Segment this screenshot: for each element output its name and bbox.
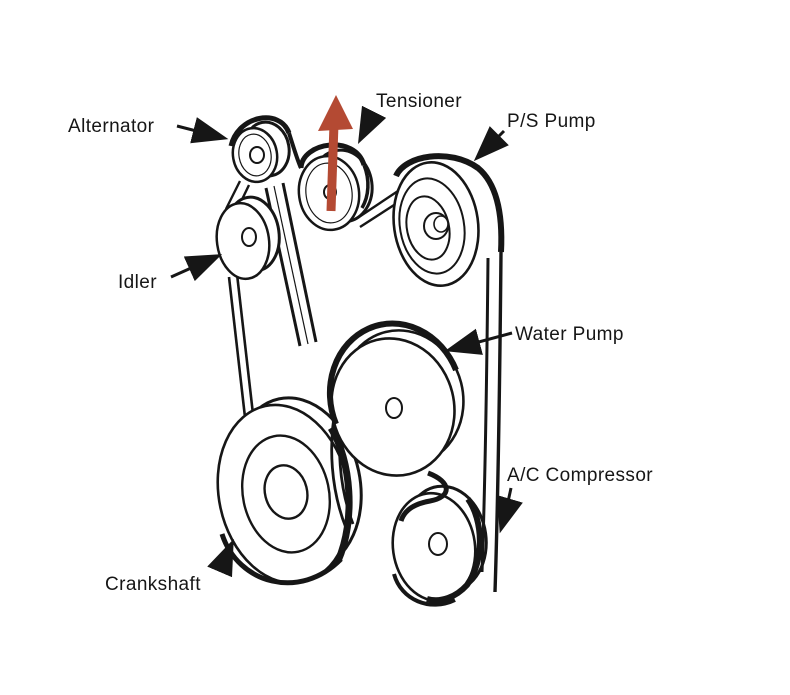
- belt-wrap-alternator: [228, 115, 292, 147]
- label-ps-pump: P/S Pump: [507, 111, 596, 132]
- belt-wrap-water-pump: [326, 320, 459, 426]
- leader-ps-pump: [473, 126, 509, 162]
- leader-arrows: [170, 105, 523, 578]
- leader-ac-compressor: [496, 487, 523, 534]
- belt-dip-alt-tensioner: [287, 132, 303, 169]
- tensioner-direction-arrow: [318, 95, 353, 212]
- leader-idler: [170, 254, 223, 282]
- ps-pump-pulley: [392, 161, 480, 287]
- ac-compressor-pulley: [391, 484, 488, 603]
- belt-run-alt-idler: [224, 180, 242, 210]
- belt-wrap-ps-pump: [393, 153, 505, 253]
- leader-water-pump: [444, 328, 513, 355]
- leader-tensioner: [357, 105, 387, 145]
- leader-crankshaft: [207, 538, 234, 578]
- label-water-pump: Water Pump: [515, 324, 624, 345]
- label-ac-compressor: A/C Compressor: [507, 465, 653, 486]
- belt-s-curve-wp-ac: [398, 470, 449, 522]
- leader-alternator: [176, 117, 229, 144]
- alternator-pulley: [231, 120, 291, 184]
- label-alternator: Alternator: [68, 116, 155, 137]
- idler-pulley: [215, 195, 281, 281]
- label-crankshaft: Crankshaft: [105, 574, 201, 595]
- label-idler: Idler: [118, 272, 157, 293]
- belt-wrap-crank-right: [327, 426, 353, 563]
- water-pump-pulley: [330, 329, 465, 477]
- label-tensioner: Tensioner: [376, 91, 462, 112]
- crankshaft-pulley: [216, 396, 363, 585]
- belt-run-ps-ac: [480, 251, 503, 593]
- arrow-head: [318, 95, 353, 131]
- labels: Alternator Tensioner P/S Pump Idler Wate…: [68, 91, 653, 595]
- belt-run-idler-crank: [227, 276, 248, 427]
- belt-wrap-ac: [426, 497, 483, 604]
